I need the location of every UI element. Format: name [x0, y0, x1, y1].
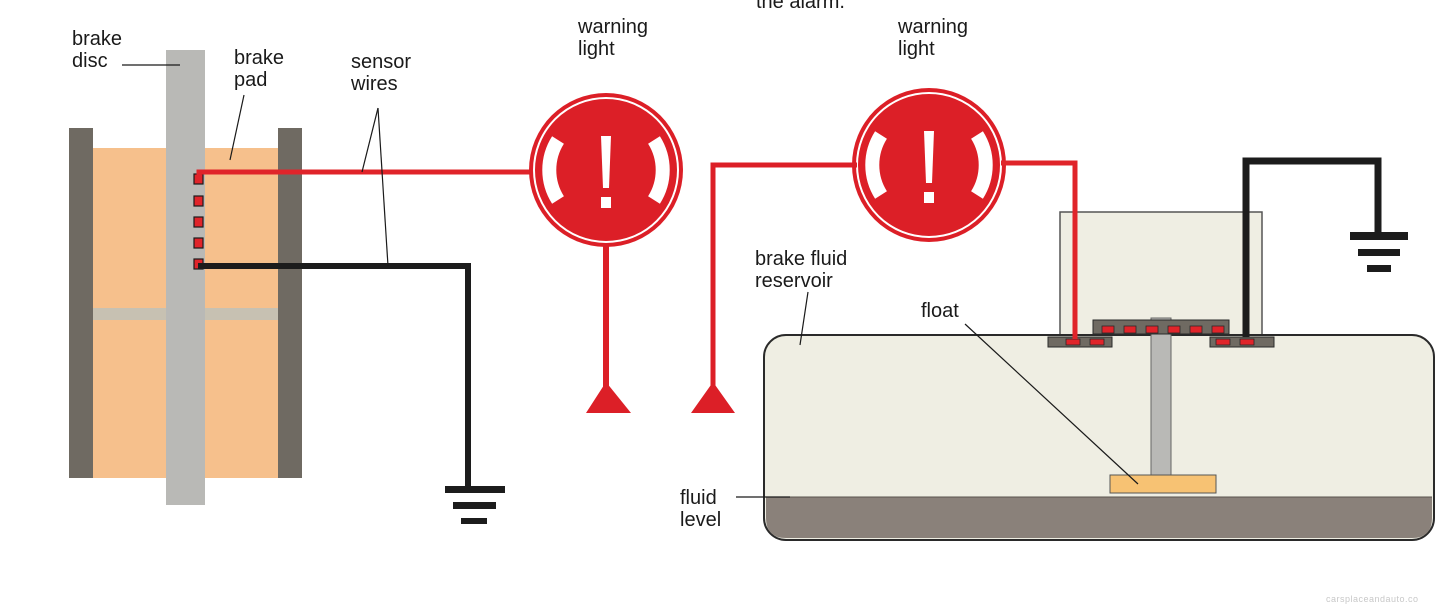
red-sensor-wire — [196, 169, 533, 179]
label-brake-fluid-reservoir: brake fluid reservoir — [755, 248, 848, 292]
label-sensor-wires: sensor wires — [351, 51, 412, 95]
caption-fragment: the alarm. — [756, 0, 845, 13]
reservoir-wires — [1001, 157, 1382, 339]
caliper-right — [278, 128, 302, 478]
watermark: carsplaceandauto.co — [1326, 594, 1419, 604]
brake-warning-icon — [852, 88, 1006, 242]
label-warning-light-right: warning light — [898, 16, 969, 60]
sensor-wires — [196, 169, 533, 490]
label-brake-disc: brake disc — [72, 28, 123, 72]
label-warning-light-left: warning light — [578, 16, 649, 60]
ground-symbol-icon — [1350, 232, 1408, 272]
brake-assembly — [69, 50, 302, 505]
brake-fluid-reservoir — [763, 211, 1435, 541]
warning-light-right — [691, 88, 1006, 413]
float — [1109, 474, 1217, 494]
caliper-left — [69, 128, 93, 478]
label-fluid-level: fluid level — [680, 487, 722, 531]
black-sensor-wire — [198, 263, 471, 490]
brake-disc — [166, 50, 205, 505]
label-float: float — [921, 300, 959, 322]
reservoir-body — [763, 334, 1435, 541]
warning-light-left — [529, 93, 683, 413]
brake-warning-icon — [529, 93, 683, 247]
float-stem — [1150, 317, 1172, 477]
leader-lines — [122, 64, 1139, 498]
fluid-layer — [766, 497, 1432, 538]
ground-symbol-icon — [445, 486, 505, 524]
label-brake-pad: brake pad — [234, 47, 285, 91]
